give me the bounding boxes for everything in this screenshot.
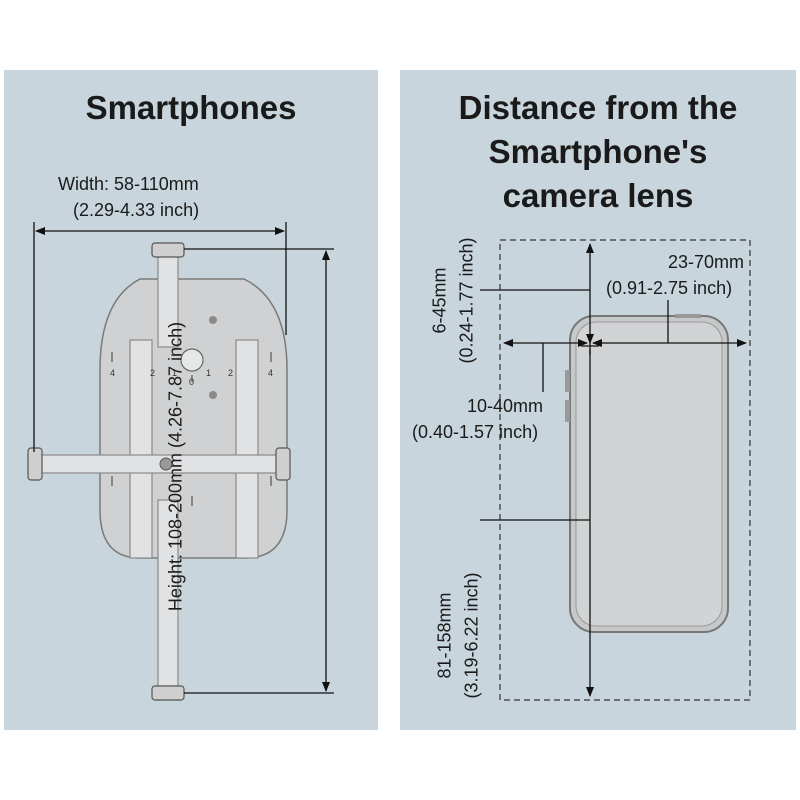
screw-icon (209, 391, 217, 399)
height-label: Height: 108-200mm (4.26-7.87 inch) (165, 321, 186, 612)
top-offset-label-inch: (0.24-1.77 inch) (456, 237, 477, 364)
scale-mark: 4 (110, 368, 115, 378)
height-dimension (184, 248, 334, 694)
lens-hole (180, 348, 204, 372)
distance-title-line-3: camera lens (502, 177, 694, 214)
top-offset-label: 6-45mm (429, 267, 450, 334)
side-offset-label: 23-70mm (668, 252, 745, 272)
distance-title-line-2: Smartphone's (488, 133, 708, 170)
holder-base-plate (99, 278, 288, 559)
phone-holder (27, 242, 291, 701)
phone-outline (565, 314, 729, 633)
bottom-offset-label-inch: (3.19-6.22 inch) (461, 572, 482, 699)
holder-left-clamp (129, 339, 153, 559)
lens-horizontal-dimensions (503, 300, 747, 392)
scale-mark: 1 (206, 368, 211, 378)
scale-mark: 2 (150, 368, 155, 378)
lens-offset-label: 10-40mm (467, 396, 544, 416)
holder-bottom-grip (151, 685, 185, 701)
holder-right-grip (275, 447, 291, 481)
holder-top-grip (151, 242, 185, 258)
camera-area-outline (499, 239, 751, 701)
lens-vertical-dimensions (480, 243, 594, 697)
screw-icon (159, 457, 173, 471)
bottom-offset-label: 81-158mm (434, 592, 455, 679)
width-dimension (33, 222, 287, 452)
side-offset-label-inch: (0.91-2.75 inch) (606, 278, 733, 298)
scale-mark: 2 (228, 368, 233, 378)
width-label: Width: 58-110mm (58, 174, 199, 194)
holder-right-clamp (235, 339, 259, 559)
holder-scale: 4 2 1 0 1 2 4 (110, 368, 273, 387)
distance-title-line-1: Distance from the (458, 89, 738, 126)
scale-mark: 1 (172, 368, 177, 378)
scale-mark: 4 (268, 368, 273, 378)
holder-left-grip (27, 447, 43, 481)
smartphones-title: Smartphones (85, 89, 297, 126)
screw-icon (209, 316, 217, 324)
lens-offset-label-inch: (0.40-1.57 inch) (412, 422, 539, 442)
width-label-inch: (2.29-4.33 inch) (73, 200, 200, 220)
scale-mark: 0 (189, 377, 194, 387)
